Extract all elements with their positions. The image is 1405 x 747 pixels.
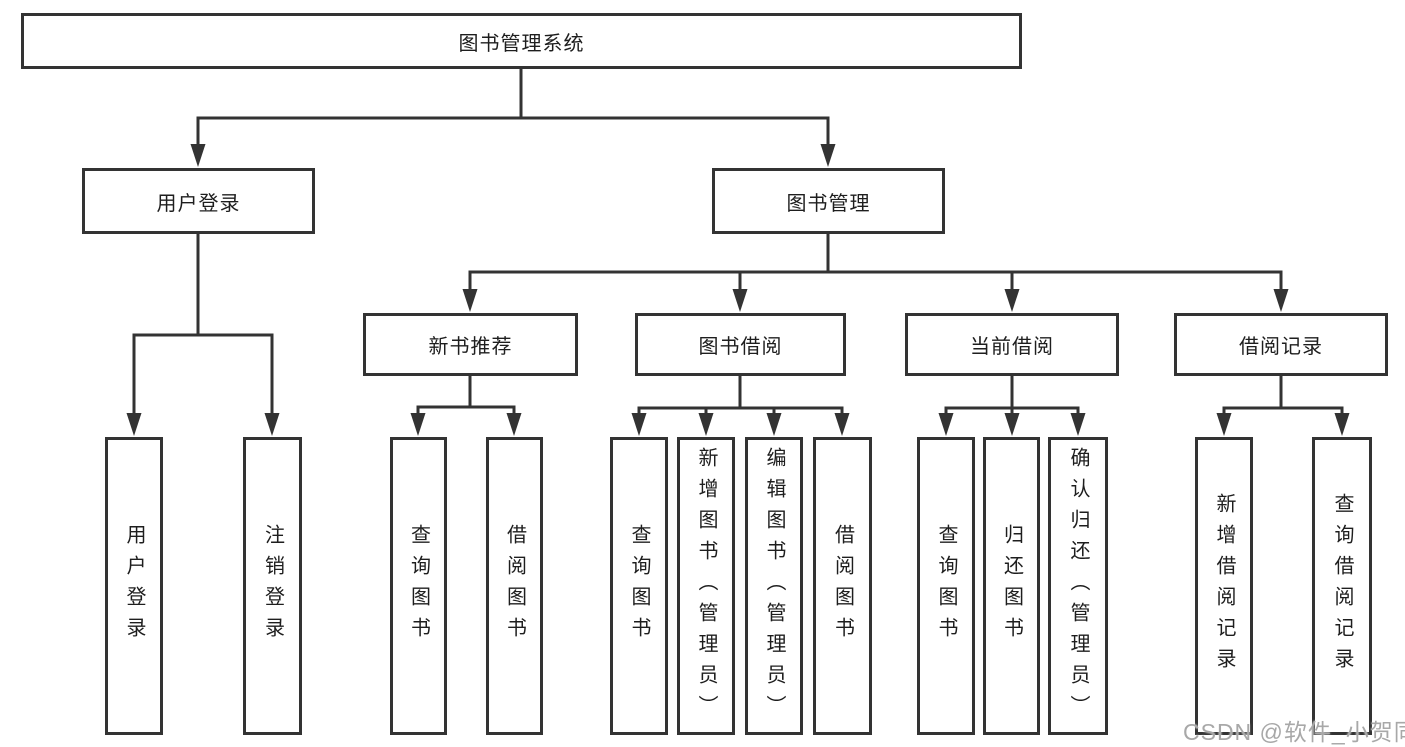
edge-new-book-rec-children — [416, 376, 516, 417]
edge-book-mgmt-children — [468, 234, 1283, 293]
node-book-borrow: 图书借阅 — [635, 313, 846, 376]
leaf-cb-return-books: 归还图书 — [983, 437, 1040, 735]
arrow-down — [766, 413, 782, 436]
edge-borrow-records-children — [1222, 376, 1344, 417]
leaf-bb-borrow-books-label: 借阅图书 — [831, 524, 854, 648]
arrow-down — [462, 289, 478, 312]
leaf-bb-add-books: 新增图书（管理员） — [677, 437, 735, 735]
arrowheads-current-borrow — [938, 413, 1086, 436]
arrow-down — [506, 413, 522, 436]
leaf-bb-edit-books: 编辑图书（管理员） — [745, 437, 803, 735]
arrow-down — [631, 413, 647, 436]
arrow-down — [1216, 413, 1232, 436]
leaf-bb-borrow-books: 借阅图书 — [813, 437, 872, 735]
arrow-down — [126, 413, 142, 436]
arrowheads-level3 — [462, 289, 1289, 312]
arrow-down — [410, 413, 426, 436]
leaf-nbr-query-books: 查询图书 — [390, 437, 447, 735]
arrow-down — [938, 413, 954, 436]
leaf-cb-query-books-label: 查询图书 — [935, 524, 957, 648]
node-borrow-records: 借阅记录 — [1174, 313, 1388, 376]
arrow-down — [834, 413, 850, 436]
arrow-down — [1004, 413, 1020, 436]
node-book-borrow-label: 图书借阅 — [698, 336, 783, 358]
arrow-down — [1004, 289, 1020, 312]
arrowheads-new-book-rec — [410, 413, 522, 436]
arrowheads-level2 — [190, 144, 836, 167]
edge-book-borrow-children — [637, 376, 844, 417]
leaf-nbr-query-books-label: 查询图书 — [407, 524, 430, 648]
arrowheads-book-borrow — [631, 413, 850, 436]
arrow-down — [190, 144, 206, 167]
leaf-user-login: 用户登录 — [105, 437, 163, 735]
node-borrow-records-label: 借阅记录 — [1239, 336, 1323, 358]
node-book-mgmt: 图书管理 — [712, 168, 945, 234]
edge-current-borrow-children — [944, 376, 1080, 417]
edge-user-login-children — [132, 234, 274, 416]
arrow-down — [820, 144, 836, 167]
arrowheads-user-login — [126, 413, 280, 436]
leaf-nbr-borrow-books-label: 借阅图书 — [503, 524, 526, 648]
arrow-down — [264, 413, 280, 436]
leaf-user-login-label: 用户登录 — [123, 524, 145, 648]
arrow-down — [1070, 413, 1086, 436]
node-root-label: 图书管理系统 — [458, 32, 585, 55]
node-book-mgmt-label: 图书管理 — [786, 192, 871, 215]
leaf-bb-query-books: 查询图书 — [610, 437, 668, 735]
edge-root-to-level2 — [196, 69, 830, 148]
leaf-logout-label: 注销登录 — [261, 524, 284, 648]
node-user-login-label: 用户登录 — [156, 192, 241, 215]
arrow-down — [732, 289, 748, 312]
leaf-br-query-record: 查询借阅记录 — [1312, 437, 1372, 735]
node-current-borrow-label: 当前借阅 — [970, 336, 1054, 358]
arrowheads-borrow-records — [1216, 413, 1350, 436]
node-user-login: 用户登录 — [82, 168, 315, 234]
leaf-bb-add-books-label: 新增图书（管理员） — [695, 446, 717, 726]
node-current-borrow: 当前借阅 — [905, 313, 1119, 376]
leaf-nbr-borrow-books: 借阅图书 — [486, 437, 543, 735]
leaf-cb-confirm-return: 确认归还（管理员） — [1048, 437, 1108, 735]
leaf-br-add-record: 新增借阅记录 — [1195, 437, 1253, 735]
leaf-logout: 注销登录 — [243, 437, 302, 735]
arrow-down — [1334, 413, 1350, 436]
leaf-cb-return-books-label: 归还图书 — [1000, 524, 1023, 648]
leaf-br-query-record-label: 查询借阅记录 — [1331, 493, 1353, 679]
csdn-watermark: CSDN @软件_小贺同学 — [1183, 719, 1405, 745]
leaf-bb-edit-books-label: 编辑图书（管理员） — [763, 446, 785, 726]
node-new-book-rec: 新书推荐 — [363, 313, 578, 376]
node-new-book-rec-label: 新书推荐 — [428, 336, 513, 358]
leaf-bb-query-books-label: 查询图书 — [628, 524, 650, 648]
arrow-down — [1273, 289, 1289, 312]
leaf-cb-query-books: 查询图书 — [917, 437, 975, 735]
leaf-cb-confirm-return-label: 确认归还（管理员） — [1067, 446, 1089, 726]
leaf-br-add-record-label: 新增借阅记录 — [1213, 493, 1235, 679]
arrow-down — [698, 413, 714, 436]
node-root: 图书管理系统 — [21, 13, 1022, 69]
